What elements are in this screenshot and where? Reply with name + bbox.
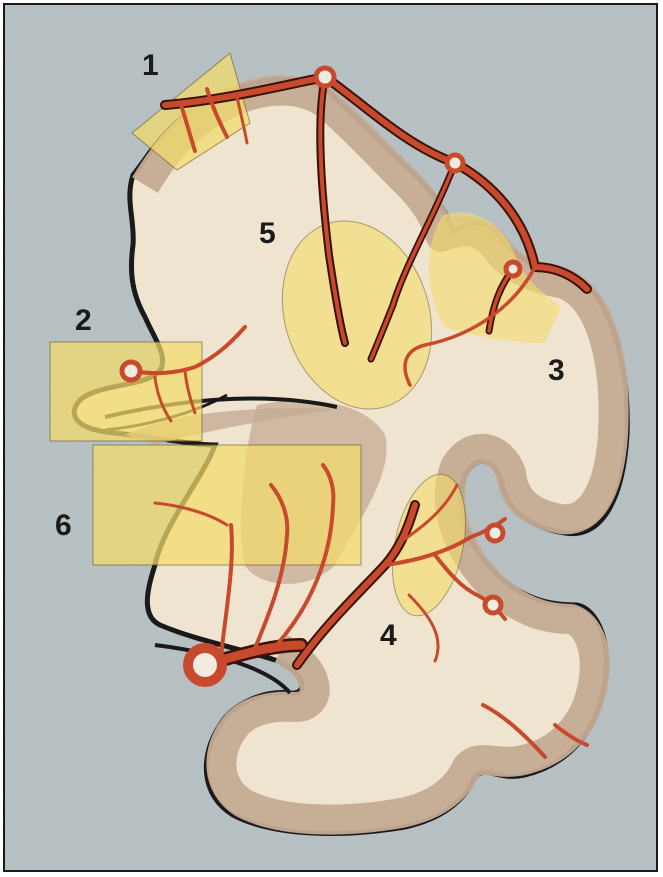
label-region-5: 5 — [259, 217, 276, 250]
label-region-2: 2 — [75, 304, 92, 337]
label-region-6: 6 — [55, 509, 72, 542]
vessel-node — [485, 597, 501, 613]
vessel-node — [447, 155, 463, 171]
brain-vascular-diagram: 1 2 3 4 5 6 — [5, 5, 656, 870]
region-2-box — [50, 342, 202, 441]
region-6-box — [93, 445, 361, 565]
label-region-4: 4 — [380, 619, 397, 652]
vessel-node-large — [188, 648, 222, 682]
vessel-node — [506, 262, 520, 276]
vessel-node — [316, 68, 334, 86]
label-region-3: 3 — [548, 354, 565, 387]
label-region-1: 1 — [142, 49, 159, 82]
illustration-frame: 1 2 3 4 5 6 — [3, 3, 658, 872]
vessel-node — [122, 362, 140, 380]
vessel-node — [487, 525, 503, 541]
